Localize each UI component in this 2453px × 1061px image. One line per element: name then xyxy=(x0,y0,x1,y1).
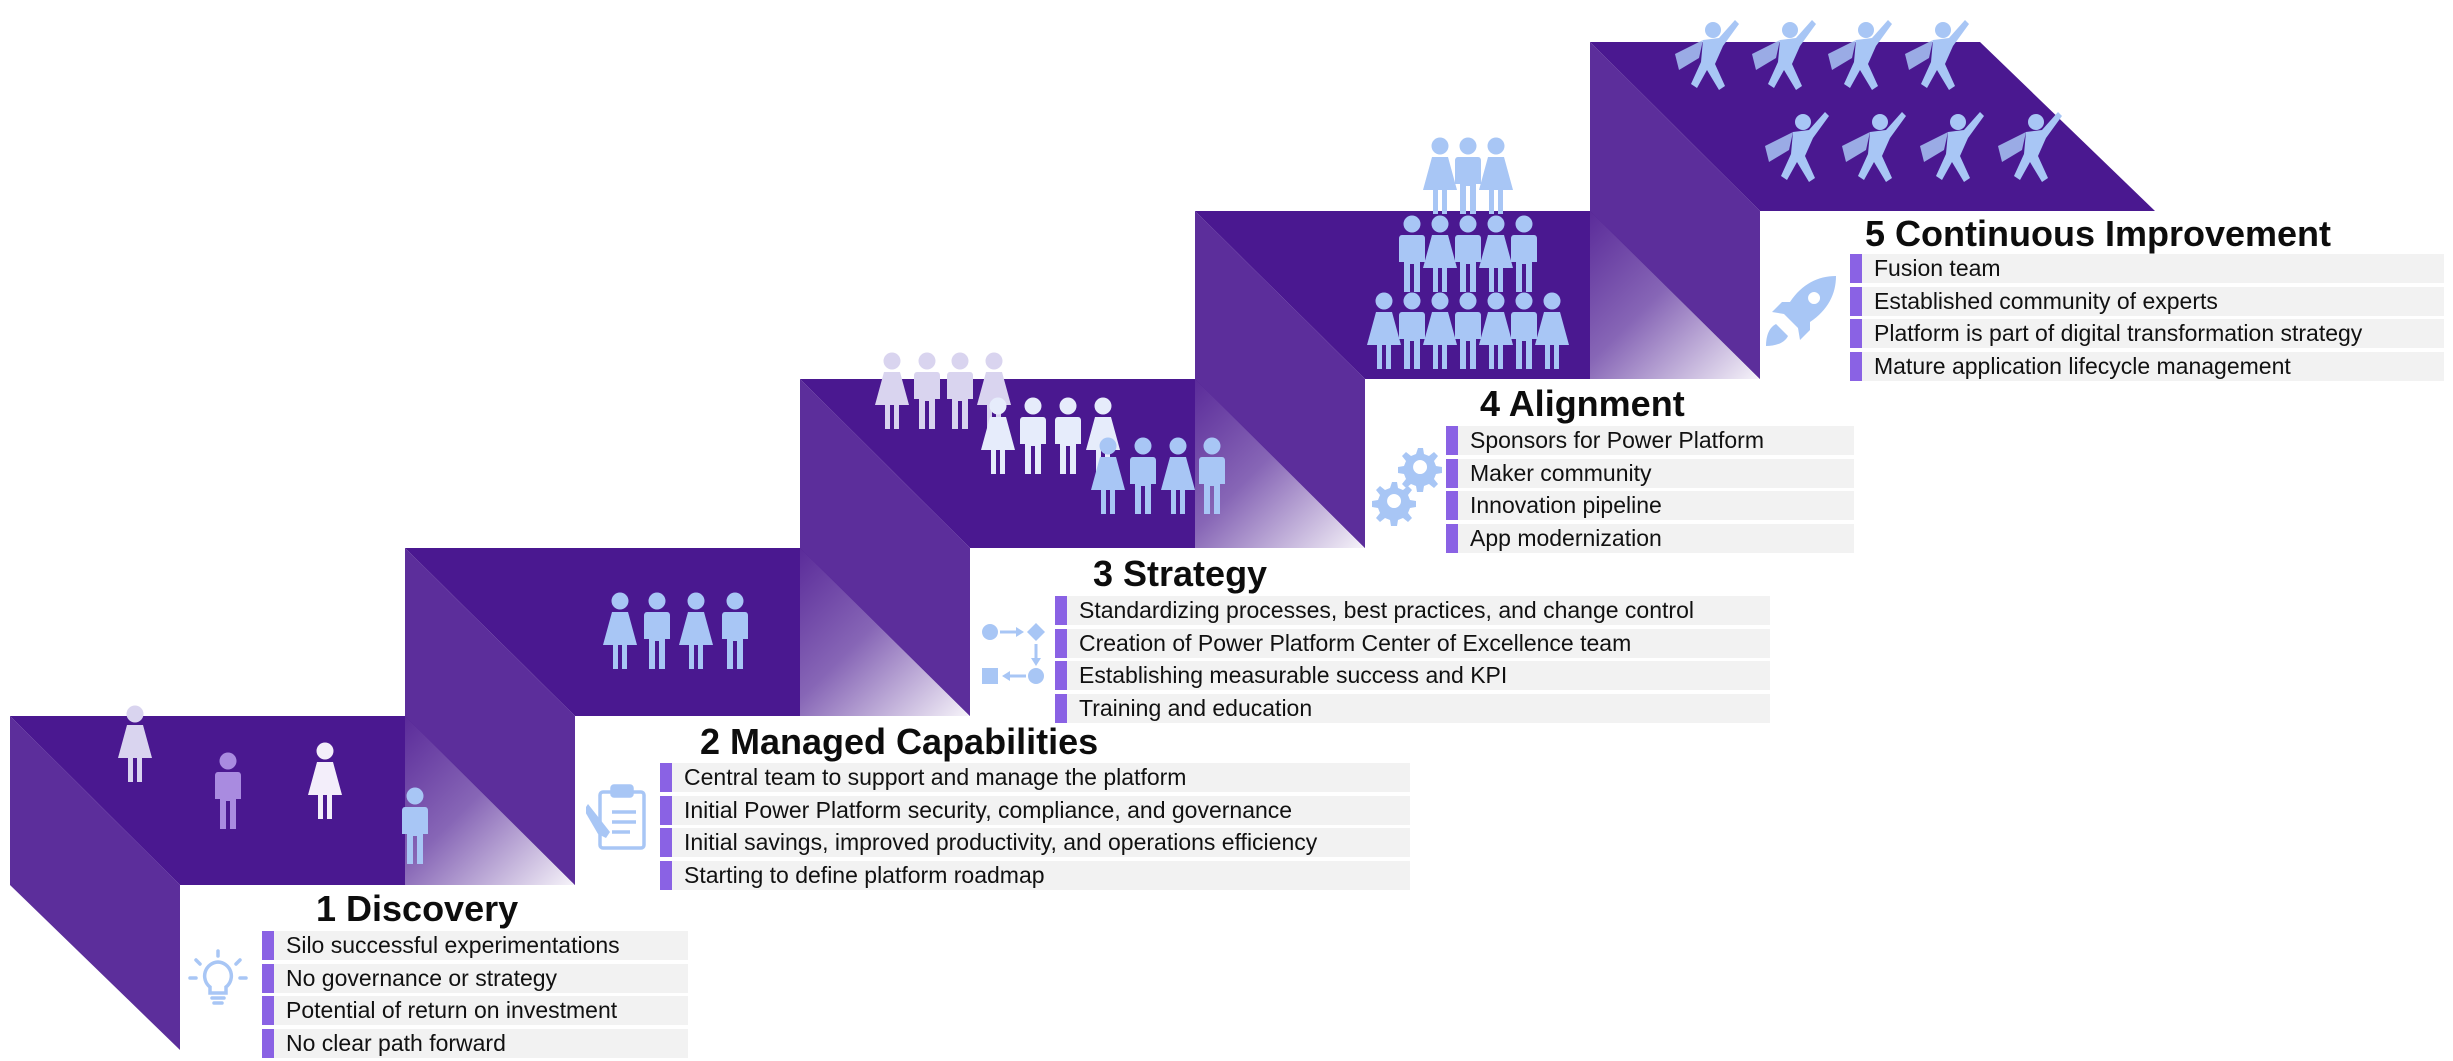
list-item: Creation of Power Platform Center of Exc… xyxy=(1055,628,1770,658)
stage-title: 4 Alignment xyxy=(1480,383,1685,424)
list-item: Innovation pipeline xyxy=(1446,491,1854,520)
stage-items-list: Fusion team Established community of exp… xyxy=(1850,254,2444,384)
list-item: Initial savings, improved productivity, … xyxy=(660,828,1410,857)
list-item: Central team to support and manage the p… xyxy=(660,763,1410,792)
list-item: Establishing measurable success and KPI xyxy=(1055,661,1770,690)
rocket-icon xyxy=(1766,276,1836,346)
stage-title: 3 Strategy xyxy=(1093,553,1268,594)
process-flow-icon xyxy=(982,623,1045,684)
lightbulb-icon xyxy=(188,949,248,1005)
stage-items-list: Silo successful experimentations No gove… xyxy=(262,931,688,1061)
list-item: Training and education xyxy=(1055,693,1770,723)
clipboard-pencil-icon xyxy=(586,784,646,850)
step-5 xyxy=(1590,42,2155,379)
list-item: Sponsors for Power Platform xyxy=(1446,426,1854,455)
stage-items-list: Sponsors for Power Platform Maker commun… xyxy=(1446,426,1854,556)
list-item: Silo successful experimentations xyxy=(262,931,688,960)
list-item: Potential of return on investment xyxy=(262,996,688,1025)
stage-title: 5 Continuous Improvement xyxy=(1865,213,2332,254)
gears-icon xyxy=(1372,448,1442,526)
list-item: Standardizing processes, best practices,… xyxy=(1055,596,1770,625)
list-item: Starting to define platform roadmap xyxy=(660,860,1410,890)
list-item: Maker community xyxy=(1446,458,1854,488)
list-item: No governance or strategy xyxy=(262,963,688,993)
stage-title: 2 Managed Capabilities xyxy=(700,721,1099,762)
list-item: Fusion team xyxy=(1850,254,2444,283)
stage-items-list: Central team to support and manage the p… xyxy=(660,763,1410,893)
list-item: Mature application lifecycle management xyxy=(1850,351,2444,381)
list-item: Initial Power Platform security, complia… xyxy=(660,795,1410,825)
list-item: App modernization xyxy=(1446,523,1854,553)
list-item: Platform is part of digital transformati… xyxy=(1850,319,2444,348)
list-item: Established community of experts xyxy=(1850,286,2444,316)
list-item: No clear path forward xyxy=(262,1028,688,1058)
stage-title: 1 Discovery xyxy=(316,888,519,929)
stage-items-list: Standardizing processes, best practices,… xyxy=(1055,596,1770,726)
